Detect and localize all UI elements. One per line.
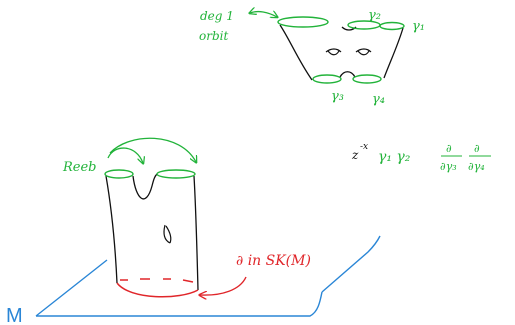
reeb-arrow-left-icon	[107, 147, 143, 163]
bottom-boundary-back	[120, 278, 194, 283]
deg-label-line2: orbit	[199, 29, 228, 43]
gamma3-circle	[312, 74, 342, 84]
formula-exponent: -x	[360, 142, 368, 152]
bottom-surface-crotch	[132, 173, 158, 200]
bottom-surface-right-side	[193, 175, 199, 291]
manifold-label: M	[6, 305, 23, 325]
gamma2-label: γ₂	[368, 8, 381, 23]
deg-orbit-annotation: deg 1 orbit	[199, 9, 277, 43]
formula: z -x γ₁ γ₂ ∂ ∂γ₃ ∂ ∂γ₄	[351, 142, 491, 173]
formula-d-top2: ∂	[474, 142, 480, 155]
top-surface-saddle	[339, 71, 356, 78]
gamma3-label: γ₃	[331, 89, 344, 104]
bottom-boundary-front	[116, 282, 199, 298]
bottom-left-top-circle	[104, 169, 134, 179]
boundary-label: ∂ in SK(M)	[236, 253, 311, 269]
manifold-plane: M	[6, 235, 381, 325]
formula-d-bottom2: ∂γ₄	[468, 160, 485, 173]
top-surface: γ₁ γ₂ γ₃ γ₄	[277, 8, 425, 107]
formula-body: γ₁ γ₂	[378, 149, 411, 165]
boundary-arrow-icon	[200, 276, 247, 295]
gamma1-circle	[379, 21, 405, 31]
reeb-label: Reeb	[62, 160, 97, 175]
boundary-annotation: ∂ in SK(M)	[200, 253, 311, 295]
formula-d-top1: ∂	[446, 142, 452, 155]
bottom-surface-hole	[163, 224, 172, 244]
formula-z: z	[351, 148, 359, 162]
reeb-arrow-right-icon	[109, 137, 196, 162]
gamma1-label: γ₁	[412, 19, 425, 34]
bottom-surface-left-side	[105, 175, 118, 284]
top-surface-hole-left	[325, 48, 342, 56]
formula-d-bottom1: ∂γ₃	[440, 160, 457, 173]
top-surface-hole-right	[355, 48, 372, 56]
double-headed-arrow-icon	[250, 12, 277, 17]
reeb-annotation: Reeb	[62, 137, 196, 175]
deg-orbit-circle	[277, 16, 329, 28]
gamma4-label: γ₄	[372, 92, 385, 107]
bottom-surface	[104, 169, 199, 298]
top-surface-outline	[279, 24, 404, 81]
bottom-right-top-circle	[156, 169, 196, 179]
manifold-plane-outline	[35, 235, 381, 317]
gamma4-circle	[352, 74, 382, 84]
deg-label-line1: deg 1	[200, 9, 234, 23]
